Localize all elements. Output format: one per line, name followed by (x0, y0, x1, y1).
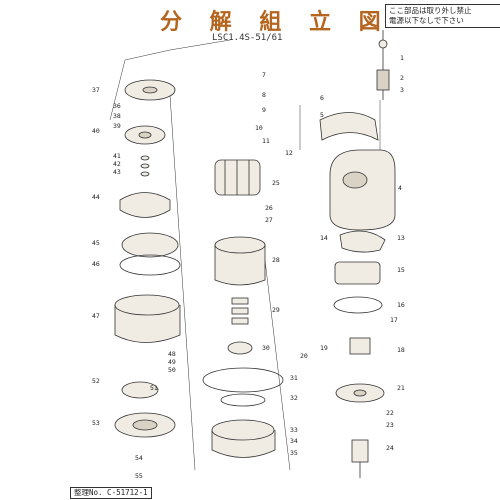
part-number-label: 21 (397, 384, 405, 392)
page-title: 分 解 組 立 図 (160, 9, 391, 35)
handle-part (319, 112, 379, 141)
part-number-label: 13 (397, 234, 405, 242)
part-number-label: 16 (397, 301, 405, 309)
part-number-label: 36 (113, 102, 121, 110)
part-number-label: 49 (168, 358, 176, 366)
part-number-label: 8 (262, 91, 266, 99)
part-number-label: 51 (150, 384, 158, 392)
part-number-label: 7 (262, 71, 266, 79)
shaft-seal-stack (231, 297, 249, 325)
rotor-part (351, 439, 369, 478)
pump-casing-part (211, 419, 276, 458)
part-number-label: 2 (400, 74, 404, 82)
part-number-label: 5 (320, 111, 324, 119)
part-number-label: 23 (386, 421, 394, 429)
part-number-label: 41 (113, 152, 121, 160)
gasket-ring (119, 254, 181, 276)
motor-housing-part (329, 149, 396, 231)
part-number-label: 20 (300, 352, 308, 360)
part-number-label: 12 (285, 149, 293, 157)
part-number-label: 22 (386, 409, 394, 417)
part-number-label: 53 (92, 419, 100, 427)
impeller-small-parts (121, 381, 159, 399)
document-reference: 整理No. C-51712-1 (70, 487, 152, 499)
part-number-label: 54 (135, 454, 143, 462)
part-number-label: 9 (262, 106, 266, 114)
part-number-label: 17 (390, 316, 398, 324)
part-number-label: 3 (400, 86, 404, 94)
bearing-housing-part (124, 125, 166, 145)
warning-notice-line1: ここ部品は取り外し禁止 (389, 6, 472, 15)
part-number-label: 30 (262, 344, 270, 352)
part-number-label: 44 (92, 193, 100, 201)
cover-plate-part (339, 230, 386, 253)
base-part (114, 412, 176, 438)
part-number-label: 34 (290, 437, 298, 445)
part-labels-group: 1234567891011121314151617181920212223242… (92, 54, 405, 480)
part-number-label: 37 (92, 86, 100, 94)
upper-casing-part (334, 261, 381, 285)
part-number-label: 25 (272, 179, 280, 187)
stator-part (214, 159, 261, 196)
part-number-label: 26 (265, 204, 273, 212)
part-number-label: 38 (113, 112, 121, 120)
leader-line (169, 94, 196, 471)
part-number-label: 15 (397, 266, 405, 274)
plate-part (121, 232, 179, 258)
casing-part (114, 294, 181, 343)
small-washers (140, 155, 150, 177)
part-number-label: 27 (265, 216, 273, 224)
part-number-label: 6 (320, 94, 324, 102)
part-number-label: 47 (92, 312, 100, 320)
part-number-label: 31 (290, 374, 298, 382)
part-number-label: 42 (113, 160, 121, 168)
seal-cup-part (227, 341, 253, 355)
warning-notice-line2: 電源以下なしで下さい (389, 16, 464, 25)
part-number-label: 1 (400, 54, 404, 62)
leader-line (109, 39, 231, 121)
part-number-label: 10 (255, 124, 263, 132)
gasket-ring-right (333, 296, 383, 314)
part-number-label: 39 (113, 122, 121, 130)
part-number-label: 29 (272, 306, 280, 314)
part-number-label: 19 (320, 344, 328, 352)
cable-gland-part (349, 337, 371, 355)
part-number-label: 4 (398, 184, 402, 192)
part-number-label: 18 (397, 346, 405, 354)
part-number-label: 55 (135, 472, 143, 480)
o-ring-large (202, 367, 284, 393)
leader-line (264, 259, 291, 471)
o-ring-small (220, 393, 266, 407)
leader-lines (109, 39, 381, 471)
top-cover-part (124, 79, 176, 101)
part-number-label: 32 (290, 394, 298, 402)
part-number-label: 40 (92, 127, 100, 135)
warning-notice: ここ部品は取り外し禁止 電源以下なしで下さい (385, 4, 500, 28)
bracket-ring-part (119, 192, 171, 218)
part-number-label: 33 (290, 426, 298, 434)
part-number-label: 43 (113, 168, 121, 176)
part-number-label: 11 (262, 137, 270, 145)
part-number-label: 28 (272, 256, 280, 264)
part-number-label: 52 (92, 377, 100, 385)
part-number-label: 45 (92, 239, 100, 247)
part-number-label: 48 (168, 350, 176, 358)
model-number: LSC1.4S-51/61 (212, 33, 283, 43)
part-number-label: 14 (320, 234, 328, 242)
part-number-label: 24 (386, 444, 394, 452)
part-number-label: 46 (92, 260, 100, 268)
impeller-part (335, 383, 385, 403)
motor-frame-part (214, 236, 266, 286)
part-number-label: 50 (168, 366, 176, 374)
cable-assembly (376, 30, 390, 100)
part-number-label: 35 (290, 449, 298, 457)
